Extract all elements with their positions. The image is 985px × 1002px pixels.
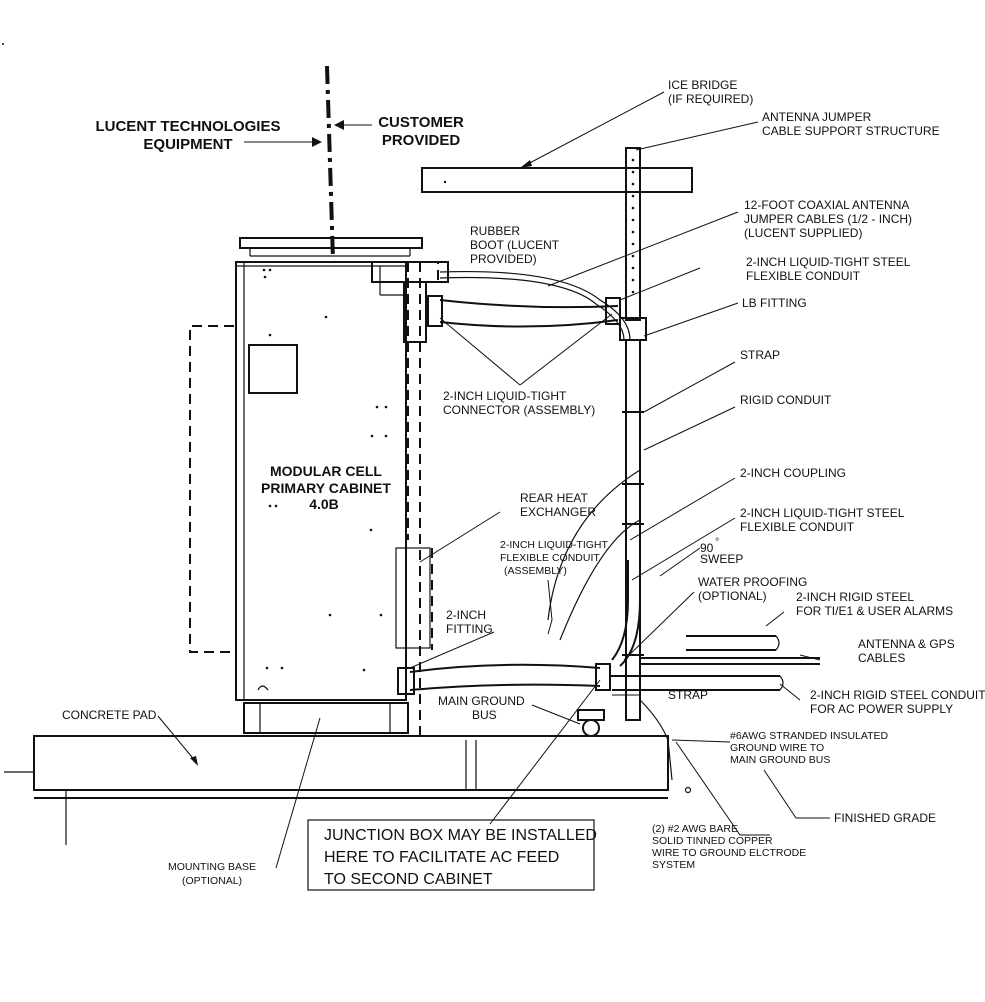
cabinet-label-3: 4.0B [309, 496, 339, 512]
label-bare-copper-4: SYSTEM [652, 859, 695, 871]
note-line-1: JUNCTION BOX MAY BE INSTALLED [324, 827, 597, 844]
label-concrete-pad: CONCRETE PAD [62, 708, 157, 722]
label-rear-heat-2: EXCHANGER [520, 505, 596, 519]
label-antenna-support-1: ANTENNA JUMPER [762, 110, 872, 124]
label-bare-copper-3: WIRE TO GROUND ELCTRODE [652, 847, 806, 859]
boundary-arrow-right-head [334, 120, 344, 130]
label-flex-asm-3: (ASSEMBLY) [504, 565, 567, 577]
label-sweep-deg: ° [715, 536, 719, 548]
ice-bridge [421, 167, 693, 193]
label-antenna-gps-2: CABLES [858, 651, 905, 665]
label-rigid-ac-2: FOR AC POWER SUPPLY [810, 702, 953, 716]
label-mounting-base-1: MOUNTING BASE [168, 861, 256, 873]
note-line-2: HERE TO FACILITATE AC FEED [324, 849, 559, 866]
label-flex-top-2: FLEXIBLE CONDUIT [746, 269, 861, 283]
label-bare-copper-2: SOLID TINNED COPPER [652, 835, 773, 847]
customer-label-2: PROVIDED [382, 132, 461, 149]
label-finished-grade: FINISHED GRADE [834, 811, 936, 825]
label-fitting-1: 2-INCH [446, 608, 486, 622]
door-dashed-outline [189, 325, 234, 653]
label-antenna-gps-1: ANTENNA & GPS [858, 637, 955, 651]
boundary-arrow-left-head [312, 137, 322, 147]
label-flex-asm-2: FLEXIBLE CONDUIT [500, 552, 600, 564]
top-flexible-conduit [439, 299, 619, 328]
sweep [611, 560, 641, 667]
concrete-pad [4, 735, 692, 845]
cabinet [235, 237, 431, 734]
ac-conduit [612, 675, 780, 691]
label-ice-bridge-1: ICE BRIDGE [668, 78, 737, 92]
label-rigid-ac-1: 2-INCH RIGID STEEL CONDUIT [810, 688, 985, 702]
label-rubber-boot-3: PROVIDED) [470, 252, 537, 266]
note-line-3: TO SECOND CABINET [324, 871, 493, 888]
label-main-ground-1: MAIN GROUND [438, 694, 525, 708]
label-strap-bottom: STRAP [668, 688, 708, 702]
antenna-gps-cables [640, 657, 820, 665]
label-connector-1: 2-INCH LIQUID-TIGHT [443, 389, 567, 403]
label-coax-3: (LUCENT SUPPLIED) [744, 226, 862, 240]
customer-label-1: CUSTOMER [378, 114, 464, 131]
label-flex-mid-1: 2-INCH LIQUID-TIGHT STEEL [740, 506, 905, 520]
rubber-boot [371, 261, 449, 283]
label-mounting-base-2: (OPTIONAL) [182, 875, 242, 887]
lucent-label-1: LUCENT TECHNOLOGIES [95, 118, 280, 135]
label-coax-2: JUMPER CABLES (1/2 - INCH) [744, 212, 912, 226]
label-rear-heat-1: REAR HEAT [520, 491, 588, 505]
label-sweep-1: 90 [700, 541, 714, 555]
label-main-ground-2: BUS [472, 708, 497, 722]
leader-lines [157, 91, 830, 869]
label-ground-wire-2: GROUND WIRE TO [730, 742, 824, 754]
label-waterproof-2: (OPTIONAL) [698, 589, 767, 603]
rear-dashed-outline [334, 261, 439, 740]
label-connector-2: CONNECTOR (ASSEMBLY) [443, 403, 595, 417]
label-flex-mid-2: FLEXIBLE CONDUIT [740, 520, 855, 534]
label-rigid-alarms-2: FOR TI/E1 & USER ALARMS [796, 604, 953, 618]
label-fitting-2: FITTING [446, 622, 493, 636]
label-rigid-conduit: RIGID CONDUIT [740, 393, 832, 407]
label-coupling: 2-INCH COUPLING [740, 466, 846, 480]
label-flex-asm-1: 2-INCH LIQUID-TIGHT [500, 539, 609, 551]
lucent-label-2: EQUIPMENT [143, 136, 232, 153]
label-lb-fitting: LB FITTING [742, 296, 807, 310]
lower-flexible-conduit [409, 663, 601, 691]
label-ice-bridge-2: (IF REQUIRED) [668, 92, 753, 106]
label-rubber-boot-2: BOOT (LUCENT [470, 238, 560, 252]
label-coax-1: 12-FOOT COAXIAL ANTENNA [744, 198, 909, 212]
stray-dot [2, 43, 4, 45]
label-strap-top: STRAP [740, 348, 780, 362]
label-antenna-support-2: CABLE SUPPORT STRUCTURE [762, 124, 940, 138]
note-box [307, 819, 595, 891]
label-flex-top-1: 2-INCH LIQUID-TIGHT STEEL [746, 255, 911, 269]
cabinet-label-1: MODULAR CELL [270, 463, 382, 479]
boundary-line [325, 65, 335, 261]
label-rigid-alarms-1: 2-INCH RIGID STEEL [796, 590, 914, 604]
coax-cables [439, 270, 631, 341]
main-ground-bus [577, 709, 605, 737]
cabinet-label-2: PRIMARY CABINET [261, 480, 391, 496]
label-ground-wire-1: #6AWG STRANDED INSULATED [730, 730, 889, 742]
label-bare-copper-1: (2) #2 AWG BARE [652, 823, 738, 835]
alarm-conduit [686, 635, 776, 651]
label-ground-wire-3: MAIN GROUND BUS [730, 754, 830, 766]
label-rubber-boot-1: RUBBER [470, 224, 520, 238]
label-waterproof-1: WATER PROOFING [698, 575, 807, 589]
label-sweep-2: SWEEP [700, 552, 743, 566]
